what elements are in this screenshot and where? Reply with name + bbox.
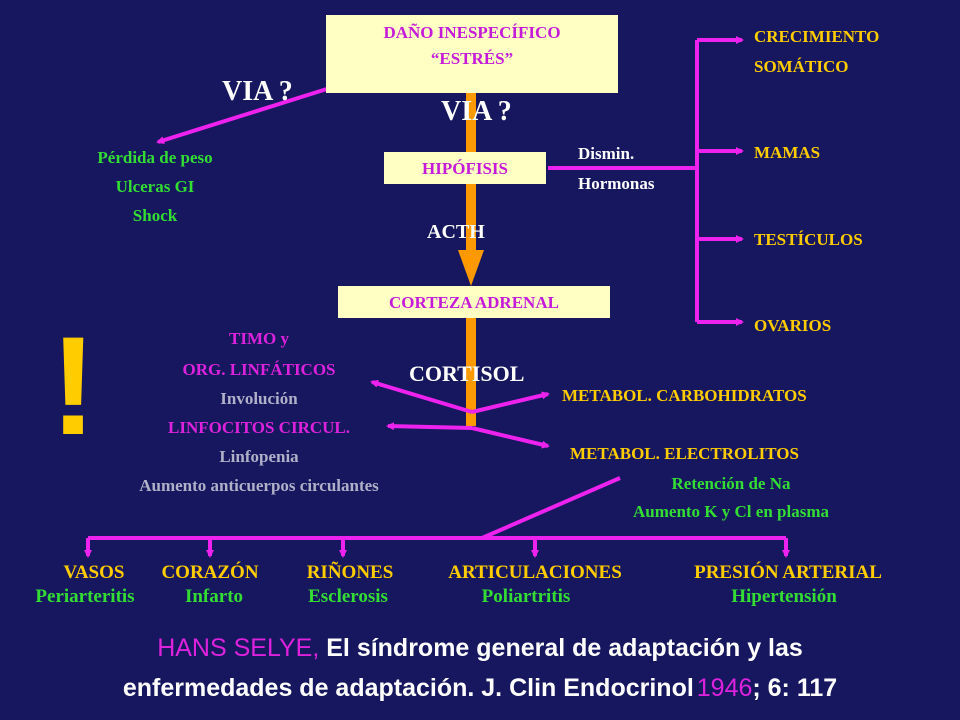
organ-effect-articulaciones: Poliartritis [481, 586, 571, 607]
via-left-label: VIA ? [222, 76, 293, 107]
timo-line4: LINFOCITOS CIRCUL. [167, 418, 351, 437]
target-somatico: SOMÁTICO [754, 57, 849, 76]
timo-line5: Linfopenia [219, 447, 299, 466]
via-left-arrow [156, 86, 331, 145]
organ-effect-corazon: Infarto [184, 586, 244, 607]
citation-line2: enfermedades de adaptación. J. Clin Endo… [123, 676, 837, 701]
target-crecimiento: CRECIMIENTO [754, 27, 880, 46]
organ-name-vasos: VASOS [63, 562, 125, 583]
organ-name-corazon: CORAZÓN [161, 562, 259, 583]
corteza-label: CORTEZA ADRENAL [389, 293, 559, 312]
target-ovarios: OVARIOS [754, 316, 832, 335]
orange-flow-arrows [458, 92, 484, 426]
citation-text1: El síndrome general de adaptación y las [326, 634, 803, 662]
cortisol-branch-arrows [370, 379, 550, 449]
timo-line2: ORG. LINFÁTICOS [182, 360, 336, 379]
elec-effect-2: Aumento K y Cl en plasma [633, 502, 829, 521]
stress-box-line1: DAÑO INESPECÍFICO [383, 23, 561, 42]
organ-name-articulaciones: ARTICULACIONES [448, 562, 622, 583]
organ-effect-vasos: Periarteritis [35, 586, 135, 607]
metabol-electrolitos: METABOL. ELECTROLITOS [570, 444, 799, 463]
cortisol-label: CORTISOL [409, 361, 525, 386]
stress-box: DAÑO INESPECÍFICO “ESTRÉS” [326, 15, 618, 93]
organ-effect-rinones: Esclerosis [308, 586, 388, 607]
timo-line1: TIMO y [229, 329, 289, 348]
elec-effect-1: Retención de Na [671, 474, 791, 493]
target-mamas: MAMAS [754, 143, 821, 162]
via-center-label: VIA ? [441, 96, 512, 127]
organ-name-rinones: RIÑONES [306, 562, 394, 583]
dismin-line1: Dismin. [578, 144, 635, 163]
hipofisis-box: HIPÓFISIS [384, 152, 546, 184]
hipofisis-label: HIPÓFISIS [422, 159, 508, 178]
target-testiculos: TESTÍCULOS [754, 230, 863, 249]
citation-author: HANS SELYE, [157, 634, 320, 662]
left-effect-1: Pérdida de peso [97, 148, 213, 167]
hormone-branch-arrows [548, 36, 744, 326]
exclamation-mark: ! [50, 307, 97, 464]
left-effect-2: Ulceras GI [115, 177, 195, 196]
organ-distribution-arrows [84, 476, 790, 558]
organ-effect-presion: Hipertensión [731, 586, 837, 607]
citation-text2b: ; 6: 117 [752, 674, 838, 702]
timo-line3: Involución [220, 389, 298, 408]
citation-text2a: enfermedades de adaptación. J. Clin Endo… [122, 674, 694, 702]
metabol-carbohidratos: METABOL. CARBOHIDRATOS [562, 386, 807, 405]
dismin-line2: Hormonas [578, 174, 655, 193]
citation-line1: HANS SELYE, El síndrome general de adapt… [157, 636, 803, 661]
organ-name-presion: PRESIÓN ARTERIAL [694, 562, 882, 583]
acth-label: ACTH [427, 221, 485, 243]
left-effect-3: Shock [132, 206, 178, 225]
corteza-box: CORTEZA ADRENAL [338, 286, 610, 318]
citation-year: 1946 [696, 674, 753, 702]
timo-line6: Aumento anticuerpos circulantes [139, 476, 379, 495]
stress-box-line2: “ESTRÉS” [430, 49, 514, 68]
